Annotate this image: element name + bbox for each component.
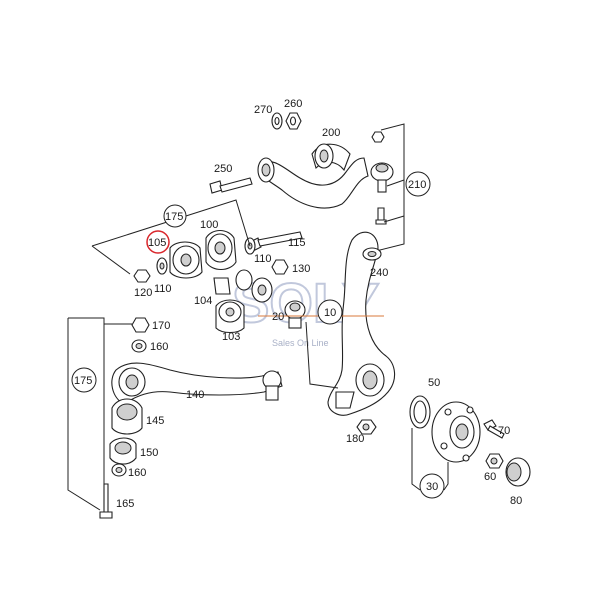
label-100: 100 bbox=[200, 219, 218, 231]
label-180: 180 bbox=[346, 433, 364, 445]
label-60: 60 bbox=[484, 471, 496, 483]
label-120: 120 bbox=[134, 287, 152, 299]
label-250: 250 bbox=[214, 163, 232, 175]
label-260: 260 bbox=[284, 98, 302, 110]
callout-210 bbox=[405, 171, 431, 197]
label-20: 20 bbox=[272, 311, 284, 323]
bracket-210 bbox=[371, 123, 405, 253]
part-60-nut bbox=[485, 453, 504, 469]
part-70-bolt bbox=[483, 419, 505, 439]
part-20-ball-joint bbox=[284, 300, 306, 329]
part-140-lower-control-arm bbox=[111, 362, 283, 405]
label-50: 50 bbox=[428, 377, 440, 389]
callout-105-highlight bbox=[146, 230, 170, 254]
leader-175-upper-a bbox=[91, 245, 131, 275]
callout-10 bbox=[317, 299, 343, 325]
callout-175-upper bbox=[163, 204, 187, 228]
label-10: 10 bbox=[324, 307, 336, 319]
part-165-bolt bbox=[99, 483, 113, 519]
part-120-nut bbox=[133, 269, 151, 283]
leader-210-b bbox=[383, 215, 405, 223]
label-150: 150 bbox=[140, 447, 158, 459]
watermark-tagline: Sales On Line bbox=[272, 338, 329, 348]
label-175-upper: 175 bbox=[165, 211, 183, 223]
label-130: 130 bbox=[292, 263, 310, 275]
part-100-bushing bbox=[205, 229, 237, 271]
label-115: 115 bbox=[288, 237, 306, 249]
part-210-bolt bbox=[375, 207, 387, 225]
part-160-washer-lower bbox=[111, 463, 127, 477]
part-80-dust-cap bbox=[505, 457, 531, 487]
label-200: 200 bbox=[322, 127, 340, 139]
part-250-bolt bbox=[209, 177, 253, 194]
bracket-175-lower-b bbox=[67, 318, 101, 511]
part-steering-knuckle bbox=[327, 231, 396, 416]
label-175-lower: 175 bbox=[74, 375, 92, 387]
callout-175-lower bbox=[71, 367, 97, 393]
label-103: 103 bbox=[222, 331, 240, 343]
label-80: 80 bbox=[510, 495, 522, 507]
label-145: 145 bbox=[146, 415, 164, 427]
part-50-seal-ring bbox=[409, 395, 431, 429]
part-104-bushing-set bbox=[213, 269, 273, 303]
part-145-bushing bbox=[111, 398, 143, 435]
part-240-washer bbox=[362, 247, 382, 261]
label-30: 30 bbox=[426, 481, 438, 493]
leader-210-a bbox=[386, 179, 405, 187]
part-103-bushing bbox=[215, 299, 245, 334]
callout-30 bbox=[419, 473, 445, 499]
label-70: 70 bbox=[498, 425, 510, 437]
bracket-30-left bbox=[411, 428, 421, 491]
part-210-nut-top bbox=[371, 131, 385, 143]
part-30-wheel-hub bbox=[431, 401, 481, 463]
part-110-washer-left bbox=[156, 257, 168, 275]
part-200-upper-control-arm bbox=[257, 143, 369, 209]
bracket-175-upper bbox=[91, 199, 251, 247]
part-130-nut bbox=[271, 259, 289, 275]
part-180-nut bbox=[356, 419, 377, 435]
part-150-bushing bbox=[109, 437, 137, 465]
label-160-lower: 160 bbox=[128, 467, 146, 479]
part-170-nut bbox=[131, 317, 150, 333]
label-165: 165 bbox=[116, 498, 134, 510]
part-210-ball-joint bbox=[370, 162, 394, 193]
label-140: 140 bbox=[186, 389, 204, 401]
leader-20-knuckle bbox=[305, 321, 339, 389]
label-110-right: 110 bbox=[254, 253, 272, 265]
label-104: 104 bbox=[194, 295, 212, 307]
label-170: 170 bbox=[152, 320, 170, 332]
label-210: 210 bbox=[408, 179, 426, 191]
part-160-washer-upper bbox=[131, 339, 147, 353]
label-160-upper: 160 bbox=[150, 341, 168, 353]
label-240: 240 bbox=[370, 267, 388, 279]
part-270-washer bbox=[271, 112, 283, 130]
label-105: 105 bbox=[148, 237, 166, 249]
label-270: 270 bbox=[254, 104, 272, 116]
part-105-bushing bbox=[169, 241, 203, 279]
part-260-nut bbox=[285, 112, 302, 130]
label-110-left: 110 bbox=[154, 283, 172, 295]
bracket-30-right bbox=[443, 462, 449, 491]
bracket-175-lower-a bbox=[68, 317, 105, 484]
